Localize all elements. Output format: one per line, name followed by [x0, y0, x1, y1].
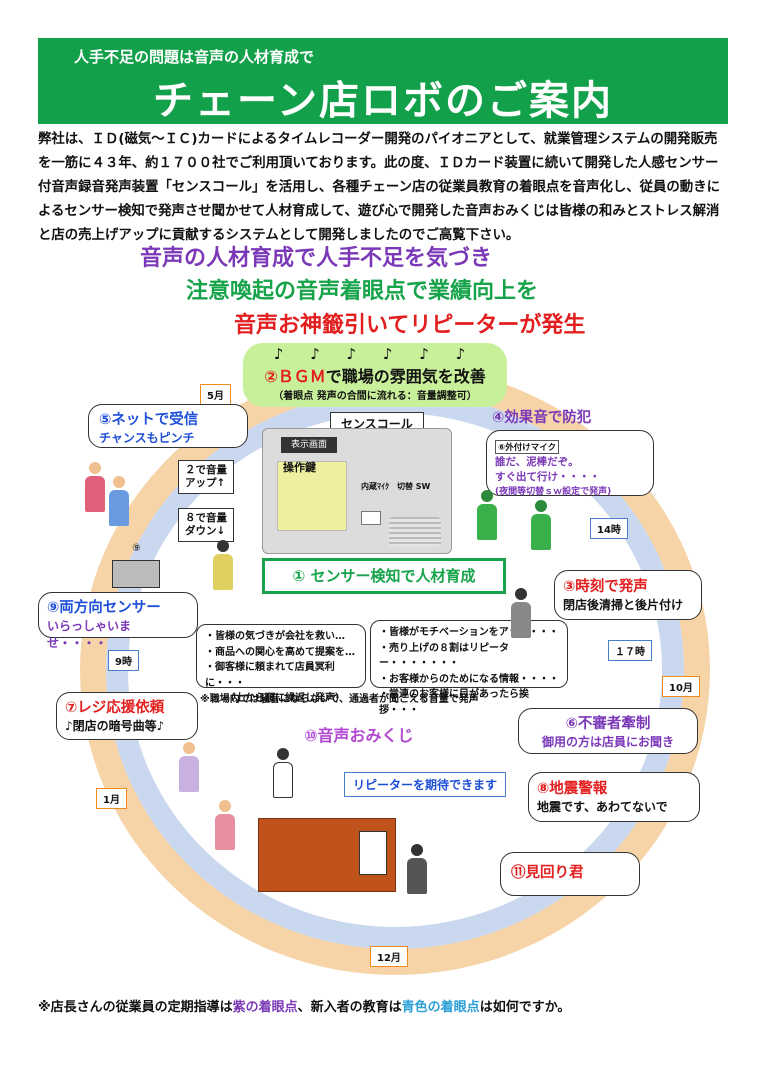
feature-9-title: ⑨両方向センサー — [47, 600, 161, 616]
mic-switch-label: 内蔵ﾏｲｸ 切替 SW — [361, 482, 431, 491]
speaker-icon — [389, 517, 441, 547]
feature-10-desc: リピーターを期待できます — [344, 772, 507, 797]
footer-text: は如何ですか。 — [479, 1000, 571, 1015]
sensor-number: ⑨ — [132, 543, 141, 554]
patrol-figure-icon — [406, 844, 428, 894]
footer-purple-text: 紫の着眼点 — [232, 1000, 298, 1015]
feature-4-title: ④効果音で防犯 — [492, 410, 592, 426]
list-item: ・お客様からのためになる情報・・・・ — [379, 673, 559, 685]
bgm-title: で職場の雰囲気を改善 — [325, 367, 486, 386]
sense-call-device: 表示画面 操作鍵 内蔵ﾏｲｸ 切替 SW — [262, 428, 452, 554]
feature-11-bubble: ⑪見回り君 — [500, 852, 640, 896]
hour-17: １７時 — [608, 640, 652, 661]
external-mic-label: ⑥外付けマイク — [495, 440, 560, 454]
device-display: 表示画面 — [281, 437, 337, 453]
slogan-3: 音声お神籤引いてリピーターが発生 — [234, 313, 586, 338]
list-item: ・皆様がモチベーションをアップ・・・ — [379, 627, 559, 638]
bgm-title-num: ②ＢＧＭ — [264, 367, 326, 386]
feature-7-bubble: ⑦レジ応援依頼 ♪閉店の暗号曲等♪ — [56, 692, 198, 740]
cleaner-figure-icon — [510, 588, 532, 638]
omikuji-box-icon — [359, 831, 387, 875]
month-may: 5月 — [200, 384, 231, 405]
feature-4-bubble: ④効果音で防犯 — [484, 402, 654, 498]
list-item: ・常連のお客様に目があったら挨拶・・・ — [379, 689, 529, 716]
volume-up-callout: ２で音量 アップ↑ — [178, 460, 234, 494]
keypad-label: 操作鍵 — [283, 461, 316, 474]
feature-4-line1: 誰だ、泥棒だぞ。 — [495, 456, 579, 468]
intro-paragraph: 弊社は、ＩＤ(磁気～ＩＣ)カードによるタイムレコーダー開発のパイオニアとして、就… — [38, 132, 720, 243]
dual-sensor-icon — [112, 560, 160, 588]
feature-8-desc: 地震です、あわてないで — [537, 800, 668, 814]
feature-4-line3: (夜間等切替ｓｗ設定で発声) — [495, 487, 612, 497]
clerk-figure-icon — [272, 748, 294, 798]
hour-9: 9時 — [108, 650, 139, 671]
list-item: （上から順に繰返し発声） — [225, 693, 345, 704]
feature-7-desc: ♪閉店の暗号曲等♪ — [65, 719, 165, 733]
feature-10-title: ⑩音声おみくじ — [304, 726, 414, 745]
footer-blue-text: 青色の着眼点 — [401, 1000, 480, 1015]
list-item: ・売り上げの８割はリピーター・・・・・・・ — [379, 642, 509, 670]
hour-14: 14時 — [590, 518, 628, 539]
list-item: ・皆様の気づきが会社を救い… — [205, 631, 345, 642]
footer-note: ※店長さんの従業員の定期指導は紫の着眼点、新入者の教育は青色の着眼点は如何ですか… — [38, 996, 570, 1015]
thief-figure-icon — [476, 490, 498, 540]
omikuji-counter — [258, 818, 396, 892]
feature-6-desc: 御用の方は店員にお聞き — [541, 735, 674, 749]
slogan-1: 音声の人材育成で人手不足を気づき — [140, 246, 493, 271]
device-keypad — [277, 461, 347, 531]
feature-9-bubble: ⑨両方向センサー いらっしゃいませ・・・・ — [38, 592, 198, 650]
feature-3-title: ③時刻で発声 — [563, 579, 648, 595]
feature-3-desc: 閉店後清掃と後片付け — [563, 598, 684, 612]
blue-points-list: ・皆様がモチベーションをアップ・・・ ・売り上げの８割はリピーター・・・・・・・… — [370, 620, 568, 716]
month-dec: 12月 — [370, 946, 408, 967]
feature-8-bubble: ⑧地震警報 地震です、あわてないで — [528, 772, 700, 822]
month-jan: 1月 — [96, 788, 127, 809]
child-figure-icon — [108, 476, 130, 526]
feature-6-title: ⑥不審者牽制 — [565, 716, 651, 732]
shopper-figure-icon — [214, 800, 236, 850]
purple-points-list: ・皆様の気づきが会社を救い… ・商品への関心を高めて提案を… ・御客様に頼まれて… — [196, 624, 366, 704]
feature-5-title: ⑤ネットで受信 — [99, 412, 199, 428]
feature-1-banner: ① センサー検知で人材育成 — [262, 558, 506, 594]
footer-text: 、新入者の教育は — [297, 1000, 402, 1015]
month-oct: 10月 — [662, 676, 700, 697]
footer-text: ※店長さんの従業員の定期指導は — [38, 1000, 233, 1015]
feature-7-title: ⑦レジ応援依頼 — [65, 700, 165, 716]
feature-4-detail: ⑥外付けマイク 誰だ、泥棒だぞ。 すぐ出て行け・・・・ (夜間等切替ｓｗ設定で発… — [486, 430, 654, 497]
header-banner: 人手不足の問題は音声の人材育成で チェーン店ロボのご案内 — [38, 38, 728, 124]
feature-8-title: ⑧地震警報 — [537, 781, 608, 797]
feature-3-bubble: ③時刻で発声 閉店後清掃と後片付け — [554, 570, 702, 620]
mic-jack-icon — [361, 511, 381, 525]
page-title: チェーン店ロボのご案内 — [153, 78, 613, 124]
feature-5-desc: チャンスもピンチ — [99, 431, 195, 445]
bgm-panel: ♪ ♪ ♪ ♪ ♪ ♪ ②ＢＧＭで職場の雰囲気を改善 （着眼点 発声の合間に流れ… — [243, 343, 507, 407]
shopper-figure-icon — [178, 742, 200, 792]
feature-4-line2: すぐ出て行け・・・・ — [495, 471, 600, 483]
bgm-desc: （着眼点 発声の合間に流れる：音量調整可） — [273, 391, 477, 402]
staff-figure-icon — [212, 540, 234, 590]
thief-figure-icon — [530, 500, 552, 550]
customer-figure-icon — [84, 462, 106, 512]
slogan-2: 注意喚起の音声着眼点で業績向上を — [186, 279, 539, 304]
feature-5-bubble: ⑤ネットで受信 チャンスもピンチ — [88, 404, 248, 448]
header-subtitle: 人手不足の問題は音声の人材育成で — [74, 48, 315, 66]
volume-note: ※職場内では騒音にならないで、通過者が聞こえる音量で発声 — [200, 694, 479, 705]
feature-6-bubble: ⑥不審者牽制 御用の方は店員にお聞き — [518, 708, 698, 754]
volume-down-callout: ８で音量 ダウン↓ — [178, 508, 234, 542]
list-item: ・御客様に頼まれて店員冥利に・・・ — [205, 662, 335, 689]
list-item: ・商品への関心を高めて提案を… — [205, 646, 355, 658]
music-notes-icon: ♪ ♪ ♪ ♪ ♪ ♪ — [273, 345, 477, 363]
feature-9-desc: いらっしゃいませ・・・・ — [47, 619, 132, 650]
feature-11-title: ⑪見回り君 — [511, 865, 584, 881]
